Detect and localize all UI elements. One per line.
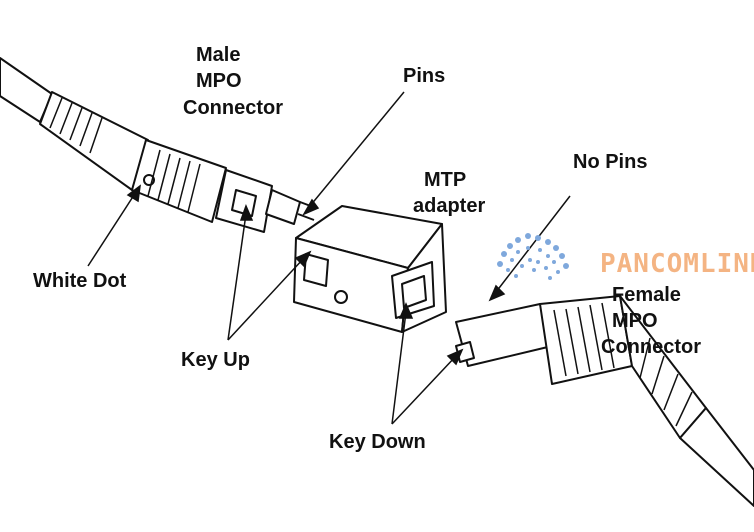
adapter-left-slot [303,253,329,287]
white-dot-label: White Dot [33,270,127,292]
male-housing [131,139,227,223]
key-up-label: Key Up [181,349,250,371]
male-label-line1: Male [196,44,241,66]
mtp-adapter-label-line2: adapter [413,195,486,217]
male-mpo-connector [0,57,317,233]
guide-pin-lower [297,213,315,221]
white-dot-pointer [87,191,137,267]
male-pin-face [265,189,301,225]
watermark-text: PANCOMLINK [600,249,754,279]
no-pins-pointer [495,195,571,293]
key-down-pointer-female [391,355,457,425]
adapter-port-inner [401,275,427,309]
watermark-burst-icon [497,233,569,280]
female-label-line2: MPO [612,310,658,332]
pins-pointer [309,91,405,207]
male-key-up [231,189,257,217]
key-down-label: Key Down [329,431,426,453]
key-down-pointer-adapter [391,311,407,425]
adapter-screw-hole [334,290,348,304]
pins-label: Pins [403,65,446,87]
key-up-pointer-male [227,213,247,341]
mtp-adapter [293,205,447,333]
no-pins-label: No Pins [573,151,648,173]
male-label-line2: MPO [196,70,242,92]
mtp-adapter-label-line1: MTP [424,169,467,191]
female-mpo-connector [455,295,754,507]
female-label-line1: Female [612,284,681,306]
pointers [87,91,571,425]
female-label-line3: Connector [601,336,701,358]
female-cable [679,407,754,507]
key-up-pointer-adapter [227,257,305,341]
male-label-line3: Connector [183,97,283,119]
